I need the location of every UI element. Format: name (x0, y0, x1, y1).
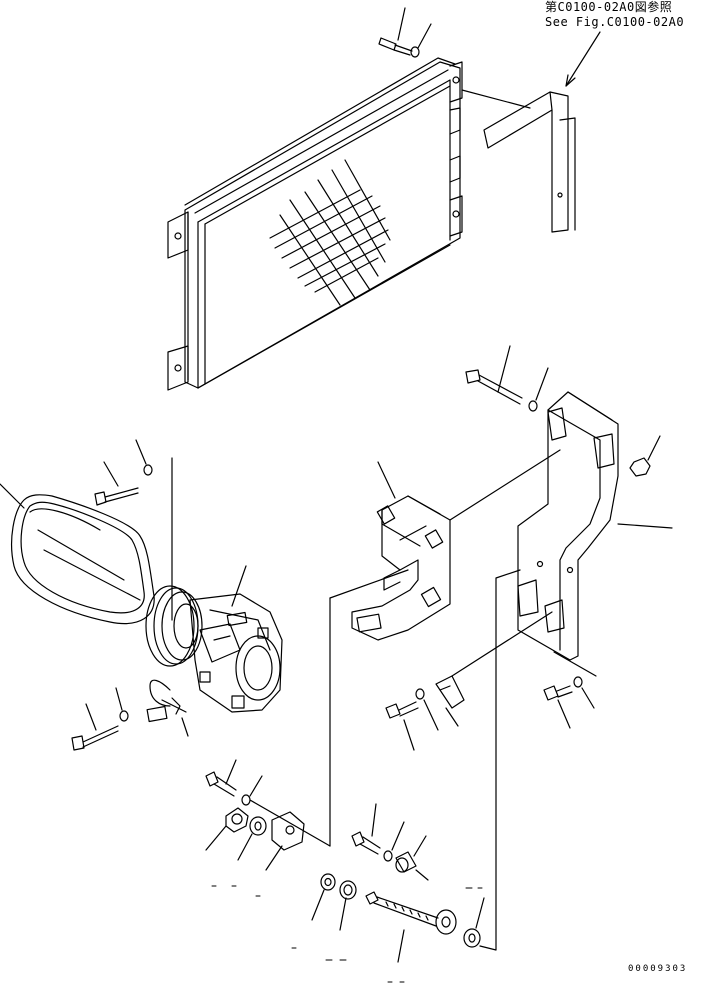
washer-upper-left (136, 440, 172, 620)
clamp (436, 612, 552, 726)
condenser-core-mesh (270, 160, 390, 305)
washer-right (554, 652, 596, 708)
nut-right (630, 436, 660, 476)
washer-lower-center (384, 822, 404, 861)
bolt-center-left (206, 760, 236, 796)
callout-stubs (212, 886, 482, 982)
washer-lower-left-2 (238, 817, 266, 860)
nut-lower-left (206, 808, 248, 850)
tension-bolt (366, 892, 456, 962)
bolt-right (544, 686, 572, 728)
condenser-washer (411, 24, 431, 57)
collar (396, 836, 428, 880)
sub-bracket (352, 450, 560, 640)
bolt-lower-center (352, 804, 380, 854)
bolt-center (386, 702, 418, 750)
compressor-bolt-upper (95, 462, 138, 505)
drawing-number: 00009303 (628, 964, 688, 974)
compressor-bolt-lower (72, 704, 118, 750)
washer-center (416, 689, 438, 730)
washer-upper-right (529, 368, 548, 411)
condenser-bolt (379, 8, 412, 55)
drive-belt (0, 484, 154, 624)
compressor-bracket (518, 392, 672, 660)
washer-tension (464, 570, 520, 950)
reference-note-jp: 第C0100-02A0図参照 (545, 0, 673, 14)
washer-bottom (312, 874, 335, 920)
spacer-block (250, 570, 408, 870)
reference-arrow (566, 32, 600, 86)
nut-bottom (340, 881, 356, 930)
washer-lower-left (116, 688, 128, 721)
long-bolt (466, 346, 522, 404)
ac-compressor (146, 566, 282, 736)
mounting-frame (462, 90, 575, 232)
condenser (168, 58, 462, 390)
reference-note-en: See Fig.C0100-02A0 (545, 15, 685, 29)
